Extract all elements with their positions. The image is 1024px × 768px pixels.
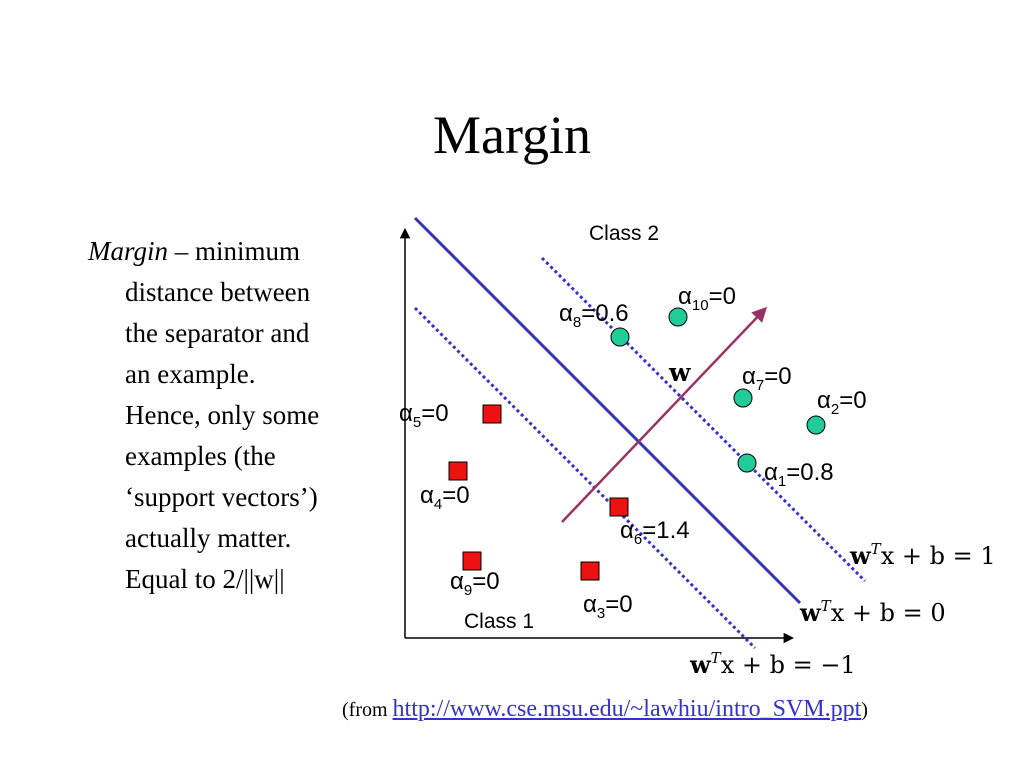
- eq-plus-w: w: [849, 541, 872, 570]
- definition-line-2: distance between: [125, 277, 311, 307]
- class1-point-alpha6: [609, 497, 629, 517]
- class1-point-alpha9: [462, 551, 482, 571]
- definition-line-8: actually matter.: [125, 523, 292, 553]
- alpha7-value: =0: [764, 363, 791, 390]
- alpha10-label: α10=0: [678, 283, 736, 314]
- alpha7-symbol: α: [742, 363, 756, 390]
- w-vector-arrow: [561, 306, 768, 523]
- alpha9-label: α9=0: [450, 568, 500, 599]
- eq-minus-sup: T: [711, 649, 722, 667]
- alpha4-subscript: 4: [434, 496, 442, 513]
- alpha5-label: α5=0: [399, 400, 449, 431]
- class2-point-alpha10: [668, 307, 688, 327]
- alpha7-label: α7=0: [742, 363, 792, 394]
- alpha4-symbol: α: [420, 482, 434, 509]
- alpha4-value: =0: [442, 482, 469, 509]
- alpha6-subscript: 6: [634, 531, 642, 548]
- source-close: ): [861, 699, 868, 721]
- source-open: (from: [342, 699, 393, 721]
- eq-plus-sup: T: [871, 540, 882, 558]
- definition-line-3: the separator and: [125, 318, 310, 348]
- alpha2-subscript: 2: [831, 401, 839, 418]
- class1-point-alpha4: [448, 461, 468, 481]
- eq-plus-rhs: x + b = 1: [881, 542, 996, 570]
- definition-line-6: examples (the: [125, 441, 276, 471]
- source-link[interactable]: http://www.cse.msu.edu/~lawhiu/intro_SVM…: [392, 696, 862, 722]
- alpha8-subscript: 8: [573, 314, 581, 331]
- alpha6-symbol: α: [620, 517, 634, 544]
- class1-point-alpha5: [482, 404, 502, 424]
- alpha8-value: =0.6: [581, 300, 628, 327]
- alpha1-symbol: α: [764, 459, 778, 486]
- alpha6-label: α6=1.4: [620, 517, 690, 548]
- alpha3-symbol: α: [583, 591, 597, 618]
- alpha3-value: =0: [605, 591, 632, 618]
- margin-definition: Margin – minimum distance between the sepa…: [88, 231, 425, 600]
- alpha5-subscript: 5: [413, 414, 421, 431]
- alpha1-subscript: 1: [778, 473, 786, 490]
- slide-title: Margin: [433, 105, 591, 165]
- eq-zero-w: w: [799, 598, 822, 627]
- alpha9-symbol: α: [450, 568, 464, 595]
- separator-line: [413, 216, 802, 605]
- eq-zero-rhs: x + b = 0: [831, 599, 946, 627]
- class2-point-alpha8: [610, 327, 630, 347]
- alpha7-subscript: 7: [756, 377, 764, 394]
- eq-minus-rhs: x + b = −1: [721, 651, 856, 679]
- definition-line-9: Equal to 2/||w||: [125, 564, 285, 594]
- alpha10-value: =0: [709, 283, 736, 310]
- alpha6-value: =1.4: [642, 517, 689, 544]
- w-label: w: [668, 358, 692, 387]
- alpha5-symbol: α: [399, 400, 413, 427]
- margin-line-upper: [540, 256, 867, 583]
- class2-point-alpha2: [806, 415, 826, 435]
- class2-point-alpha1: [737, 453, 757, 473]
- eq-minus-w: w: [689, 650, 712, 679]
- alpha4-label: α4=0: [420, 482, 470, 513]
- term-dash: –: [168, 236, 195, 266]
- definition-line-7: ‘support vectors’): [125, 482, 318, 512]
- alpha10-symbol: α: [678, 283, 692, 310]
- alpha1-value: =0.8: [786, 459, 833, 486]
- margin-term: Margin: [88, 236, 168, 266]
- alpha1-label: α1=0.8: [764, 459, 834, 490]
- equation-separator: wTx + b = 0: [799, 597, 946, 627]
- source-citation: (from http://www.cse.msu.edu/~lawhiu/int…: [342, 694, 868, 725]
- class1-label: Class 1: [464, 610, 534, 633]
- alpha5-value: =0: [421, 400, 448, 427]
- margin-line-lower: [413, 306, 757, 650]
- alpha8-symbol: α: [559, 300, 573, 327]
- definition-line-5: Hence, only some: [125, 400, 320, 430]
- alpha8-label: α8=0.6: [559, 300, 629, 331]
- alpha3-label: α3=0: [583, 591, 633, 622]
- alpha9-value: =0: [472, 568, 499, 595]
- definition-line-4: an example.: [125, 359, 256, 389]
- eq-zero-sup: T: [821, 597, 832, 615]
- alpha9-subscript: 9: [464, 582, 472, 599]
- equation-margin-minus: wTx + b = −1: [689, 649, 856, 679]
- class2-point-alpha7: [733, 388, 753, 408]
- definition-line-1: minimum: [195, 236, 301, 266]
- alpha3-subscript: 3: [597, 605, 605, 622]
- alpha2-label: α2=0: [817, 387, 867, 418]
- class2-label: Class 2: [589, 222, 659, 245]
- equation-margin-plus: wTx + b = 1: [849, 540, 996, 570]
- alpha2-value: =0: [839, 387, 866, 414]
- alpha10-subscript: 10: [692, 297, 709, 314]
- alpha2-symbol: α: [817, 387, 831, 414]
- class1-point-alpha3: [580, 561, 600, 581]
